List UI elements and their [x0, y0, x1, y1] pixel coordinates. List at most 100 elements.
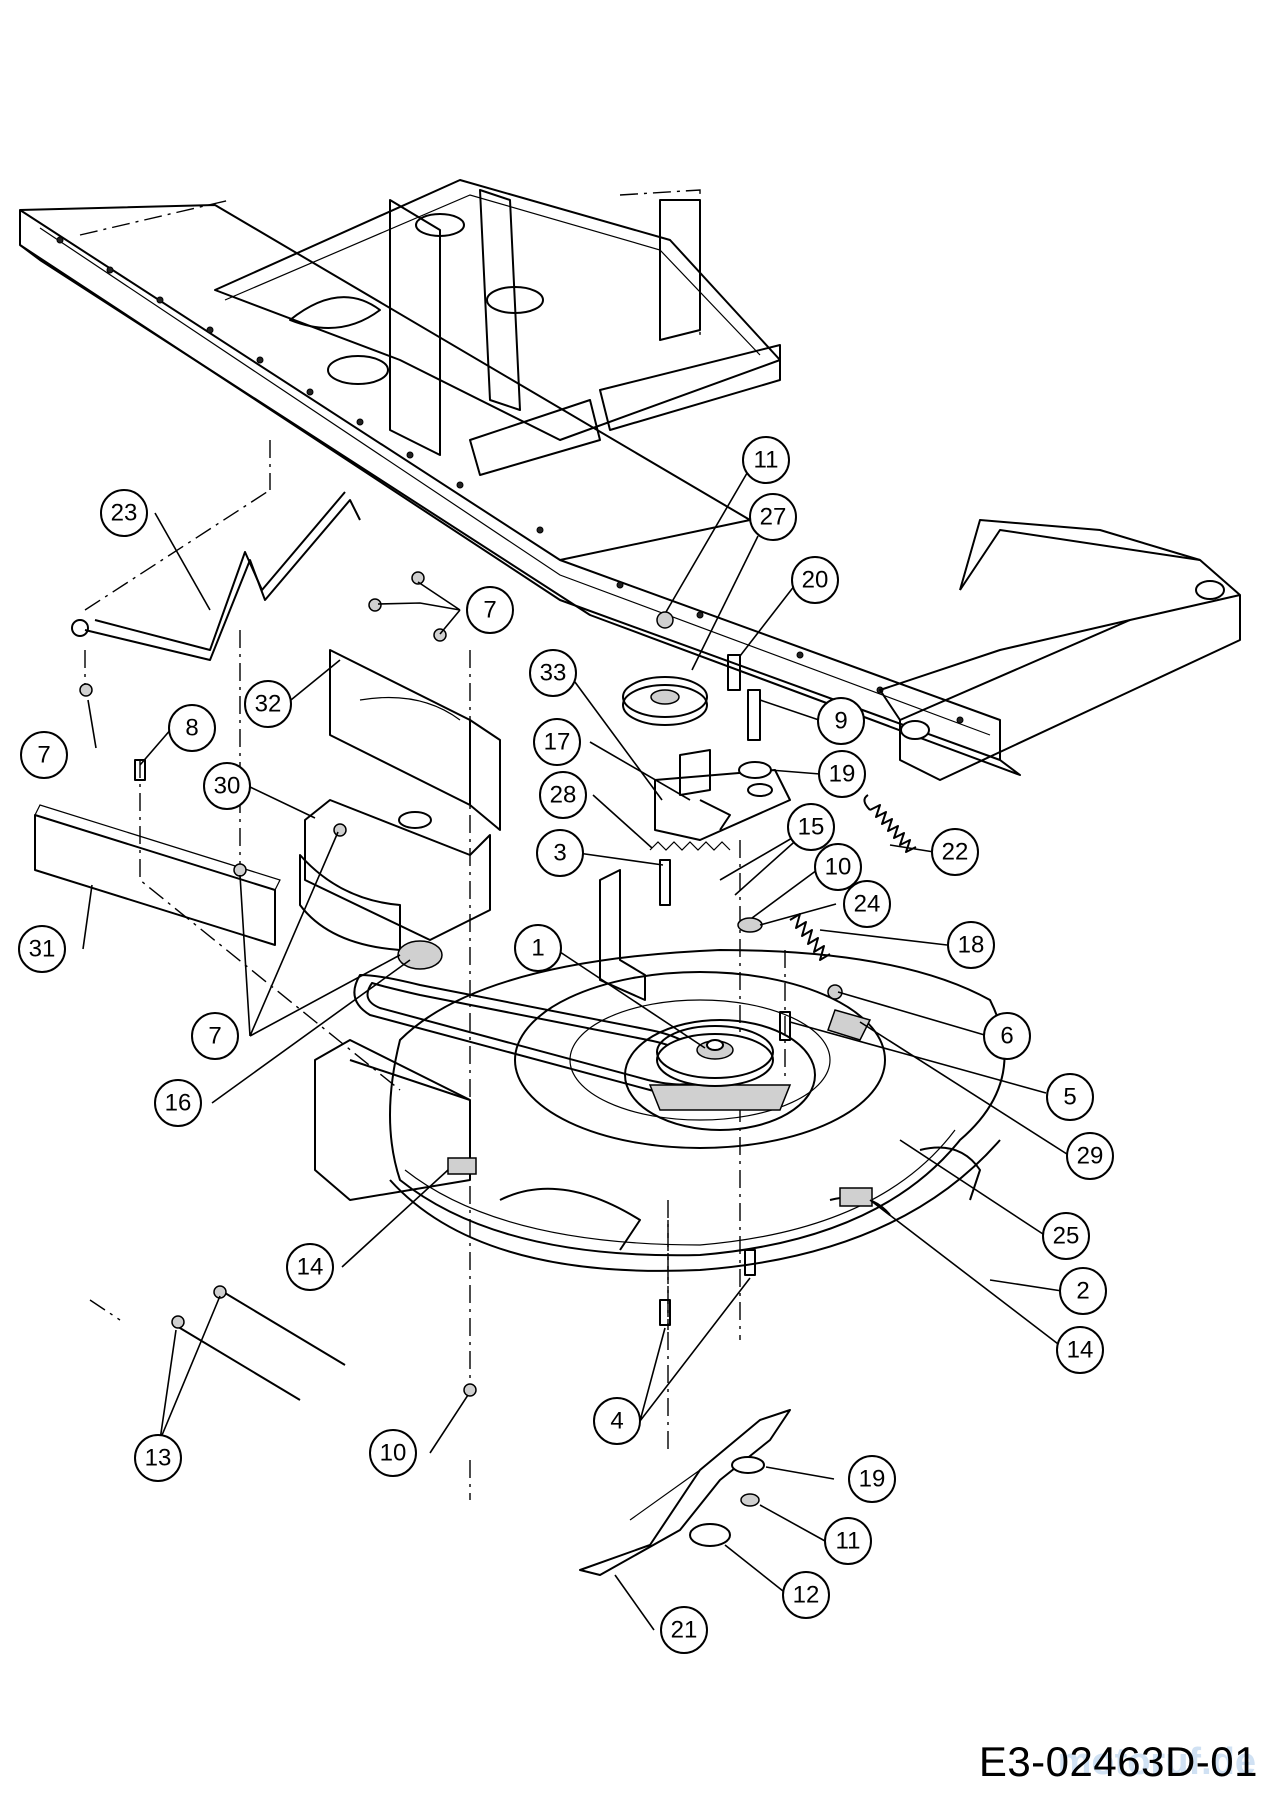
callout-21: 21	[660, 1606, 708, 1654]
callout-14-right: 14	[1056, 1326, 1104, 1374]
svg-text:19: 19	[829, 761, 856, 788]
svg-text:18: 18	[958, 932, 985, 959]
bolt-9	[747, 689, 761, 741]
svg-text:10: 10	[825, 854, 852, 881]
nut-12	[689, 1523, 731, 1547]
callout-16: 16	[154, 1079, 202, 1127]
pin-5	[779, 1011, 791, 1041]
bolt-4	[659, 1299, 671, 1326]
grommet-16	[397, 940, 443, 970]
svg-text:23: 23	[111, 500, 138, 527]
svg-text:2: 2	[1076, 1278, 1089, 1305]
svg-text:20: 20	[802, 567, 829, 594]
callout-2: 2	[1059, 1267, 1107, 1315]
svg-text:33: 33	[540, 660, 567, 687]
spacer-24	[737, 917, 763, 933]
callout-7-left: 7	[20, 731, 68, 779]
svg-text:5: 5	[1063, 1084, 1076, 1111]
drawing-code: E3-02463D-01	[978, 1738, 1258, 1785]
callout-7-mid: 7	[191, 1012, 239, 1060]
callout-1: 1	[514, 924, 562, 972]
nut-11-bottom	[740, 1493, 760, 1507]
callout-10-top: 10	[814, 843, 862, 891]
svg-text:13: 13	[145, 1445, 172, 1472]
callout-17: 17	[533, 718, 581, 766]
callout-30: 30	[203, 762, 251, 810]
callout-24: 24	[843, 880, 891, 928]
svg-text:11: 11	[754, 447, 779, 474]
washer-19-bottom	[731, 1456, 765, 1474]
bolt-3	[659, 859, 671, 906]
idler-arm-17	[654, 749, 791, 841]
svg-text:7: 7	[37, 742, 50, 769]
watermark: motoruf.de	[1057, 1741, 1256, 1783]
callout-23: 23	[100, 489, 148, 537]
callout-27: 27	[749, 493, 797, 541]
svg-text:28: 28	[550, 782, 577, 809]
callout-19-top: 19	[818, 750, 866, 798]
bracket-1	[599, 869, 646, 1001]
svg-text:29: 29	[1077, 1143, 1104, 1170]
svg-text:17: 17	[544, 729, 571, 756]
callout-29: 29	[1066, 1132, 1114, 1180]
svg-text:7: 7	[208, 1023, 221, 1050]
svg-text:8: 8	[185, 715, 198, 742]
svg-text:25: 25	[1053, 1223, 1080, 1250]
svg-text:14: 14	[297, 1254, 324, 1281]
callout-18: 18	[947, 921, 995, 969]
svg-text:27: 27	[760, 504, 787, 531]
callout-31: 31	[18, 925, 66, 973]
svg-text:31: 31	[29, 936, 56, 963]
svg-text:11: 11	[836, 1528, 861, 1555]
callout-11-bottom: 11	[824, 1517, 872, 1565]
mower-deck	[314, 949, 1006, 1272]
svg-text:30: 30	[214, 773, 241, 800]
callout-3: 3	[536, 829, 584, 877]
svg-text:19: 19	[859, 1466, 886, 1493]
svg-text:9: 9	[834, 708, 847, 735]
nut-10-bottom	[463, 1383, 477, 1397]
callout-8: 8	[168, 704, 216, 752]
callout-7-top: 7	[466, 586, 514, 634]
idler-pulley-27	[622, 676, 708, 726]
callout-13: 13	[134, 1434, 182, 1482]
callout-14-left: 14	[286, 1243, 334, 1291]
frame-chassis	[19, 179, 1241, 781]
svg-text:15: 15	[798, 814, 825, 841]
callout-19-bottom: 19	[848, 1455, 896, 1503]
callout-33: 33	[529, 649, 577, 697]
callout-5: 5	[1046, 1073, 1094, 1121]
svg-text:32: 32	[255, 691, 282, 718]
centerlines	[84, 440, 786, 1500]
callout-6: 6	[983, 1012, 1031, 1060]
svg-text:3: 3	[553, 840, 566, 867]
nuts-7	[79, 571, 447, 877]
svg-text:16: 16	[165, 1090, 192, 1117]
svg-text:24: 24	[854, 891, 881, 918]
svg-text:21: 21	[671, 1617, 698, 1644]
spring-18	[789, 913, 831, 961]
callout-32: 32	[244, 680, 292, 728]
callout-11-top: 11	[742, 436, 790, 484]
rod-23	[71, 491, 361, 661]
callout-28: 28	[539, 771, 587, 819]
bolt-20	[727, 654, 741, 691]
svg-text:6: 6	[1000, 1023, 1013, 1050]
spring-22	[869, 804, 917, 853]
callout-20: 20	[791, 556, 839, 604]
leader-lines	[82, 467, 1071, 1631]
washer-19-top	[738, 761, 772, 779]
callout-22: 22	[931, 828, 979, 876]
cable-ties-13	[171, 1285, 346, 1401]
svg-text:7: 7	[483, 597, 496, 624]
shield-31	[34, 804, 281, 946]
screw-6	[827, 984, 843, 1000]
bolt-8	[134, 759, 146, 781]
svg-text:14: 14	[1067, 1337, 1094, 1364]
blade-21	[579, 1409, 791, 1576]
svg-text:22: 22	[942, 839, 969, 866]
svg-text:1: 1	[531, 935, 544, 962]
callout-9: 9	[817, 697, 865, 745]
svg-text:10: 10	[380, 1440, 407, 1467]
